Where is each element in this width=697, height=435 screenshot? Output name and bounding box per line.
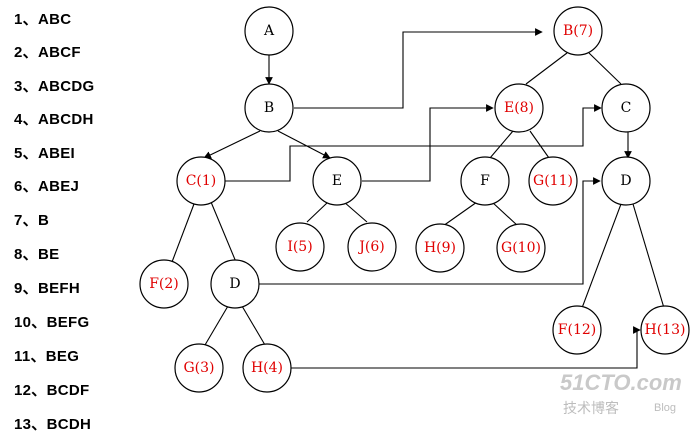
node-i5-label: I(5) (287, 239, 312, 255)
path-item-1: 1、ABC (14, 11, 72, 28)
node-i5: I(5) (275, 222, 325, 272)
node-b: B (244, 83, 294, 133)
node-e: E (312, 156, 362, 206)
node-d2-label: D (620, 173, 631, 189)
watermark-subtitle: 技术博客 (563, 400, 619, 417)
node-h13-label: H(13) (645, 322, 686, 338)
node-b7-label: B(7) (563, 23, 593, 39)
edge-d2-h13 (632, 203, 665, 309)
node-e8: E(8) (494, 83, 544, 133)
edge-d2-f12 (581, 203, 622, 309)
path-item-8: 8、BE (14, 246, 60, 263)
node-f: F (460, 156, 510, 206)
connector-d-d2 (259, 177, 601, 285)
node-a-label: A (263, 23, 275, 39)
edges (171, 28, 665, 369)
edge-d-g3 (204, 305, 229, 346)
node-j6-label: J(6) (357, 239, 384, 255)
node-a: A (244, 6, 294, 56)
node-f2-label: F(2) (149, 276, 179, 292)
node-h4: H(4) (242, 343, 292, 393)
node-b-label: B (264, 100, 274, 116)
connector-e-e8 (362, 104, 494, 182)
node-c-label: C (621, 100, 632, 116)
node-h4-label: H(4) (251, 360, 283, 376)
watermark: 51CTO.com 技术博客 Blog (560, 370, 682, 417)
node-g10: G(10) (496, 223, 546, 273)
edge-f-h9 (442, 201, 478, 227)
edge-c1-d (210, 201, 237, 263)
edge-b-c1 (203, 130, 261, 159)
node-f12: F(12) (552, 305, 602, 355)
node-h9-label: H(9) (424, 240, 456, 256)
node-b7: B(7) (553, 6, 603, 56)
edge-e8-g11 (529, 130, 550, 159)
path-item-11: 11、BEG (14, 348, 80, 365)
edge-b7-e8 (525, 52, 568, 85)
edge-d-h4 (241, 305, 266, 346)
node-c1: C(1) (176, 156, 226, 206)
path-item-5: 5、ABEI (14, 145, 75, 162)
watermark-blog: Blog (654, 402, 676, 414)
path-item-3: 3、ABCDG (14, 78, 95, 95)
node-d: D (210, 259, 260, 309)
node-d-label: D (229, 276, 240, 292)
node-g11: G(11) (528, 156, 578, 206)
path-item-2: 2、ABCF (14, 44, 81, 61)
node-h9: H(9) (415, 223, 465, 273)
node-d2: D (601, 156, 651, 206)
node-g10-label: G(10) (501, 240, 541, 256)
edge-e-i5 (306, 201, 329, 223)
path-item-4: 4、ABCDH (14, 111, 94, 128)
connector-h4-h13 (290, 326, 641, 369)
node-f12-label: F(12) (558, 322, 596, 338)
node-e8-label: E(8) (504, 100, 534, 116)
path-item-12: 12、BCDF (14, 382, 90, 399)
edge-b7-c (588, 52, 622, 85)
node-c1-label: C(1) (186, 173, 217, 189)
edge-b-e (277, 130, 331, 159)
connector-b-b7 (294, 28, 543, 109)
path-item-9: 9、BEFH (14, 280, 80, 297)
connector-c1-c (224, 104, 602, 182)
node-h13: H(13) (640, 305, 690, 355)
edge-f-g10 (491, 201, 519, 227)
node-g3: G(3) (174, 343, 224, 393)
node-f2: F(2) (139, 259, 189, 309)
edge-e-j6 (343, 201, 368, 223)
edge-e8-f (489, 130, 514, 159)
watermark-brand: 51CTO.com (560, 370, 682, 395)
node-f-label: F (480, 173, 490, 189)
path-item-13: 13、BCDH (14, 416, 92, 433)
path-item-7: 7、B (14, 212, 50, 229)
node-c: C (601, 83, 651, 133)
edge-c1-f2 (171, 203, 195, 263)
path-item-6: 6、ABEJ (14, 178, 80, 195)
node-j6: J(6) (347, 222, 397, 272)
node-e-label: E (332, 173, 342, 189)
node-g3-label: G(3) (183, 360, 214, 376)
path-list: 1、ABC 2、ABCF 3、ABCDG 4、ABCDH 5、ABEI 6、AB… (0, 0, 140, 435)
path-item-10: 10、BEFG (14, 314, 90, 331)
node-g11-label: G(11) (533, 173, 573, 189)
